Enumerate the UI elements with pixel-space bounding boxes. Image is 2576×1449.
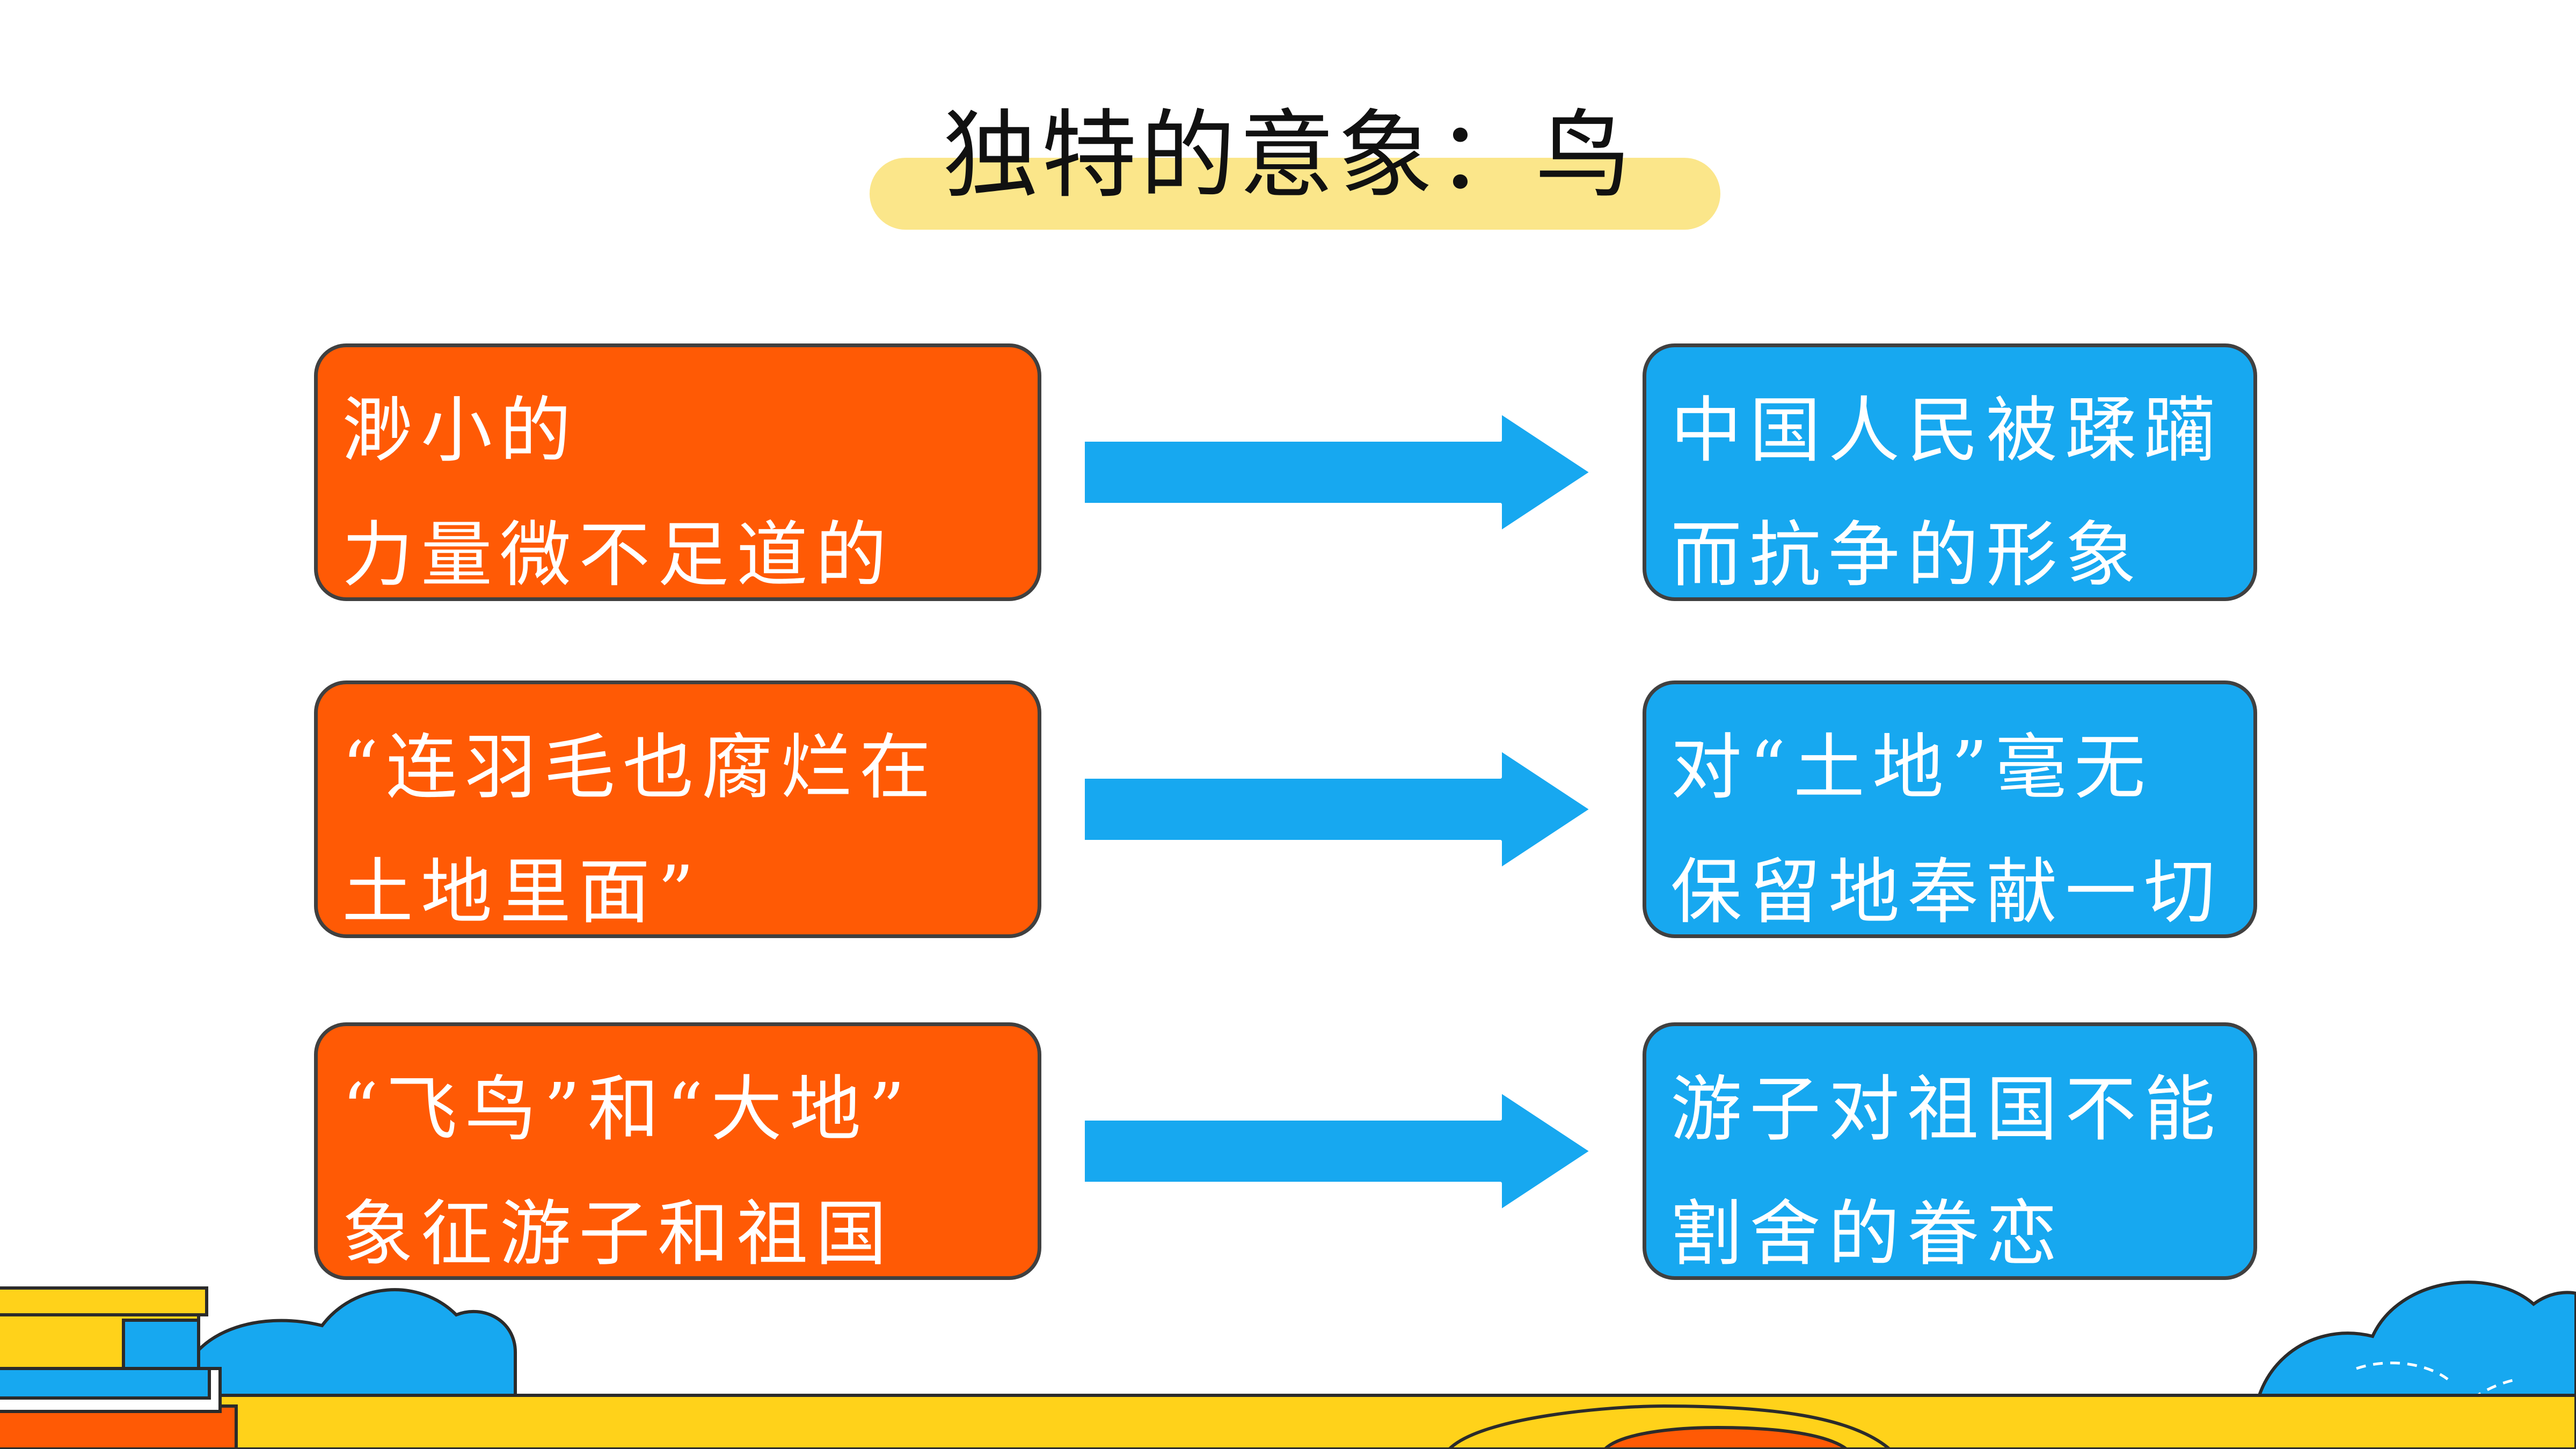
bottom-decoration [0,1280,2576,1449]
cloud-icon [175,1288,517,1408]
right-box-2-line-1: 对“土地”毫无 [1670,727,2153,809]
arrow-icon [1082,748,1593,871]
arrow-icon [1082,1089,1593,1213]
left-box-1-line-2: 力量微不足道的 [342,514,894,597]
left-box-1: 渺小的 力量微不足道的 [314,343,1041,601]
page-title: 独特的意象：鸟 [943,100,1634,211]
right-box-1-line-1: 中国人民被蹂躏 [1670,390,2223,472]
left-box-3-line-1: “飞鸟”和“大地” [342,1069,913,1151]
left-box-3: “飞鸟”和“大地” 象征游子和祖国 [314,1022,1041,1280]
left-box-1-line-1: 渺小的 [342,390,579,472]
left-box-3-line-2: 象征游子和祖国 [342,1193,894,1276]
right-box-3: 游子对祖国不能 割舍的眷恋 [1643,1022,2257,1280]
title-highlight-bar [870,158,1720,230]
right-box-3-line-1: 游子对祖国不能 [1670,1069,2223,1151]
title-area: 独特的意象：鸟 [0,0,2576,247]
left-box-2-line-1: “连羽毛也腐烂在 [342,727,938,809]
right-box-1: 中国人民被蹂躏 而抗争的形象 [1643,343,2257,601]
right-box-1-line-2: 而抗争的形象 [1670,514,2144,597]
left-box-2-line-2: 土地里面” [342,851,702,934]
arrow-icon [1082,411,1593,534]
books-icon [0,1286,238,1449]
right-box-2: 对“土地”毫无 保留地奉献一切 [1643,680,2257,938]
left-box-2: “连羽毛也腐烂在 土地里面” [314,680,1041,938]
right-box-3-line-2: 割舍的眷恋 [1670,1193,2065,1276]
right-box-2-line-2: 保留地奉献一切 [1670,851,2223,934]
